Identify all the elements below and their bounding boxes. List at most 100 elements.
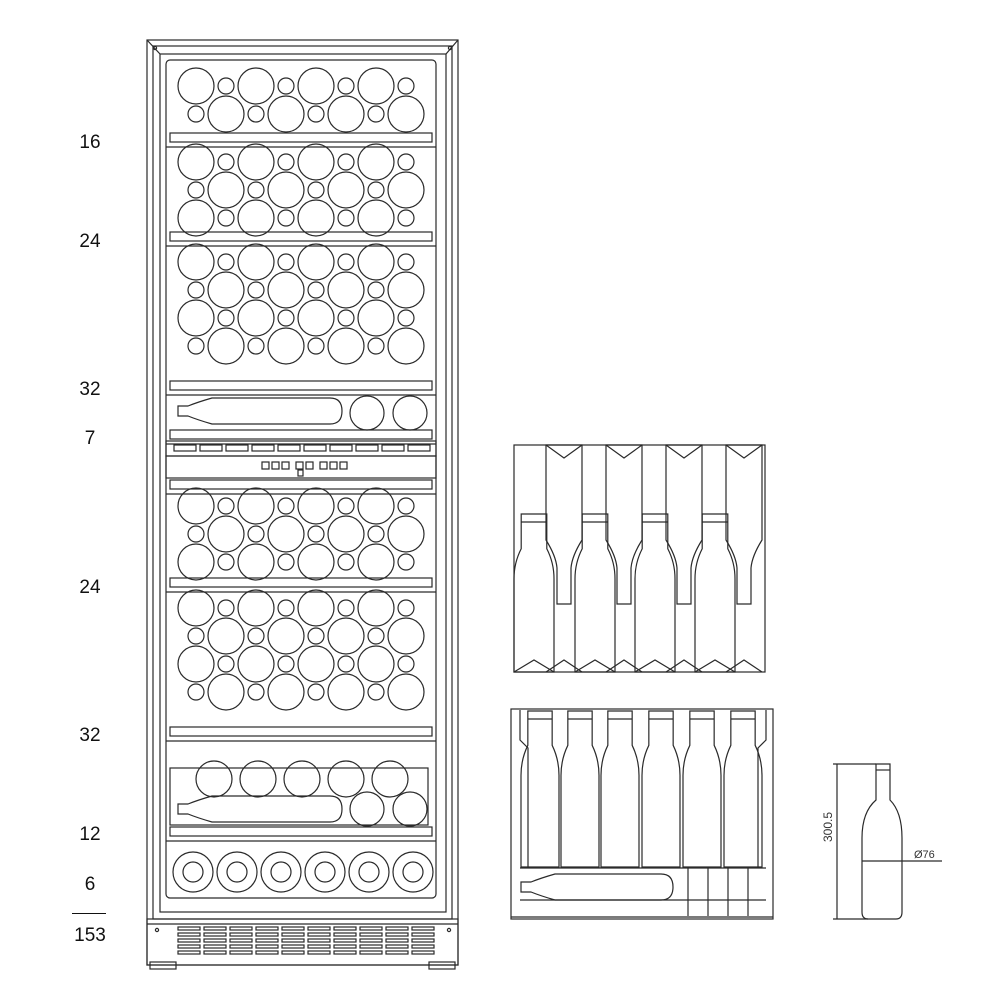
bottle-base-end — [327, 95, 365, 133]
grille-slot — [177, 944, 201, 949]
bottle-punt — [358, 861, 380, 883]
bottle-neck-end — [187, 281, 205, 299]
bottle-base-end — [392, 851, 434, 893]
grille-slot — [281, 950, 305, 955]
lying-bottle — [177, 397, 343, 425]
bottle-base-end — [357, 589, 395, 627]
bottle-neck-end — [247, 525, 265, 543]
bottle-base-end — [207, 617, 245, 655]
bottle-neck-end — [367, 181, 385, 199]
grille-slot — [385, 932, 409, 937]
shelf-count: 24 — [79, 577, 101, 598]
grille-slot — [229, 938, 253, 943]
bottle-base-end — [297, 543, 335, 581]
bottle-height-label: 300.5 — [821, 812, 835, 842]
grille-slot — [203, 932, 227, 937]
bottle-neck-end — [367, 281, 385, 299]
panel-button — [281, 461, 290, 470]
grille-slot — [281, 938, 305, 943]
bottle-base-end — [267, 617, 305, 655]
grille-slot — [359, 944, 383, 949]
bottle-neck-end — [217, 553, 235, 571]
grille-slot — [177, 932, 201, 937]
panel-button — [271, 461, 280, 470]
cabinet-foot — [149, 961, 177, 970]
bottle-base-end — [327, 327, 365, 365]
bottle-base-end — [349, 395, 385, 431]
bottle-neck-end — [217, 253, 235, 271]
grille-slot — [385, 944, 409, 949]
bottle-base-end — [177, 199, 215, 237]
bottle-neck-end — [217, 209, 235, 227]
shelf-count: 6 — [84, 874, 96, 895]
bottle-chevron — [725, 444, 763, 459]
grille-slot — [229, 932, 253, 937]
upright-bottle — [723, 710, 763, 868]
bottle-base-end — [237, 143, 275, 181]
bottle-base-end — [207, 673, 245, 711]
shelf-count: 32 — [79, 379, 101, 400]
bottle-neck-end — [277, 209, 295, 227]
bottle-neck-end — [187, 627, 205, 645]
control-strip — [165, 440, 437, 457]
bottle-neck-end — [277, 77, 295, 95]
shelf-count: 12 — [79, 824, 101, 845]
bottle-base-end — [297, 299, 335, 337]
bottle-base-end — [327, 171, 365, 209]
bottle-chevron — [634, 659, 676, 673]
grille-slot — [281, 926, 305, 931]
wine-cabinet — [146, 39, 459, 970]
bottle-base-end — [327, 673, 365, 711]
bottle-neck-end — [397, 497, 415, 515]
bottle-neck-end — [307, 683, 325, 701]
bottle-base-end — [216, 851, 258, 893]
bottle-neck-end — [247, 181, 265, 199]
rack-side — [519, 710, 529, 868]
grille-slot — [307, 926, 331, 931]
screw — [446, 927, 452, 933]
bottle-neck-end — [247, 627, 265, 645]
bottle-chevron — [513, 659, 555, 673]
bottle-base-end — [237, 645, 275, 683]
upright-bottle — [560, 710, 600, 868]
bottle-base-end — [387, 171, 425, 209]
bottle-neck-end — [397, 77, 415, 95]
bottle-chevron — [545, 444, 583, 459]
grille-slot — [411, 950, 435, 955]
grille-slot — [255, 944, 279, 949]
bottle-punt — [314, 861, 336, 883]
bottle-neck-end — [217, 599, 235, 617]
bottle-neck-end — [337, 309, 355, 327]
grille-slot — [411, 932, 435, 937]
bottle-neck-end — [397, 655, 415, 673]
bottle-neck-end — [397, 153, 415, 171]
grille-slot — [333, 926, 357, 931]
bottle-neck-end — [277, 655, 295, 673]
lying-bottle — [520, 873, 674, 901]
shelf-rail — [169, 577, 433, 588]
bottle-base-end — [172, 851, 214, 893]
bottle-punt — [270, 861, 292, 883]
grille-slot — [203, 938, 227, 943]
bottle-ends — [172, 67, 434, 893]
shelf-detail-frame — [513, 444, 766, 673]
bottle-neck-end — [277, 253, 295, 271]
bottle-base-end — [267, 327, 305, 365]
bottle-neck-end — [307, 281, 325, 299]
bottle-neck-end — [307, 181, 325, 199]
bottle-neck-end — [367, 627, 385, 645]
cabinet-inner-frame — [159, 53, 447, 913]
grille-slot — [229, 926, 253, 931]
shelf-count: 24 — [79, 231, 101, 252]
led-segment — [173, 444, 197, 452]
bottle-neck-end — [337, 599, 355, 617]
bottle-neck-end — [217, 77, 235, 95]
bottle-base-end — [297, 487, 335, 525]
bottle-neck-end — [247, 105, 265, 123]
bottle-punt — [182, 861, 204, 883]
bottle-base-end — [304, 851, 346, 893]
shelves — [166, 132, 436, 842]
bottle-base-end — [177, 143, 215, 181]
upright-bottle — [600, 710, 640, 868]
grille-slot — [255, 926, 279, 931]
